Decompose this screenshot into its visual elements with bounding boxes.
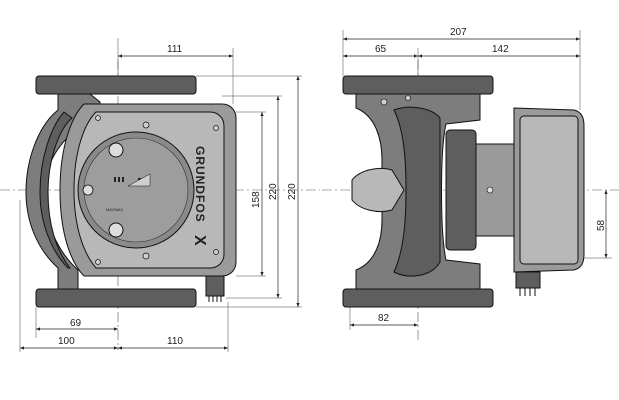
side-screws xyxy=(380,95,411,106)
front-dim-bottom-right: 110 xyxy=(167,336,183,347)
front-dim-inner-height: 158 xyxy=(251,191,262,208)
side-dim-right-height: 58 xyxy=(596,219,607,231)
side-bottom-flange xyxy=(342,288,494,308)
front-brand-logo: GRUNDFOS xyxy=(193,146,207,223)
front-view: MAGNA3 GRUNDFOS X 111 xyxy=(0,38,320,352)
side-coupling-ring xyxy=(445,129,477,251)
front-side-button xyxy=(82,184,94,196)
side-top-flange xyxy=(342,75,494,95)
front-model-label: MAGNA3 xyxy=(106,207,124,212)
front-brand-mark-icon: X xyxy=(191,235,208,246)
side-coupling-inner xyxy=(475,143,515,237)
front-top-flange xyxy=(35,75,197,95)
svg-text:X: X xyxy=(191,235,208,246)
front-bottom-flange xyxy=(35,288,197,308)
side-pump-neck xyxy=(393,106,441,277)
front-dim-total-height: 220 xyxy=(287,183,298,200)
front-dim-top-width: 111 xyxy=(167,44,183,55)
front-dim-bottom-left: 100 xyxy=(58,336,75,347)
side-motor-face xyxy=(519,115,579,265)
front-dim-bottom-offset: 69 xyxy=(70,318,82,329)
front-dim-mid-height: 220 xyxy=(268,183,279,200)
front-housing-inner xyxy=(39,111,73,269)
side-shaft-center xyxy=(486,186,494,194)
side-view: 207 65 142 58 82 xyxy=(322,27,619,340)
side-dim-bottom-width: 82 xyxy=(378,313,390,324)
side-inlet-fitting xyxy=(351,167,405,213)
front-indicator-lights xyxy=(114,173,151,187)
front-pump-housing xyxy=(25,93,101,290)
front-top-button xyxy=(108,142,124,158)
front-screws xyxy=(95,115,219,265)
side-dim-total-width: 207 xyxy=(450,27,467,38)
side-dim-left-width: 65 xyxy=(375,44,387,55)
front-bottom-button xyxy=(108,222,124,238)
svg-text:GRUNDFOS: GRUNDFOS xyxy=(193,146,207,223)
front-cable-connector xyxy=(205,275,225,302)
side-cable-connector xyxy=(515,271,541,296)
side-dim-right-width: 142 xyxy=(492,44,509,55)
front-display-inner xyxy=(83,137,189,243)
